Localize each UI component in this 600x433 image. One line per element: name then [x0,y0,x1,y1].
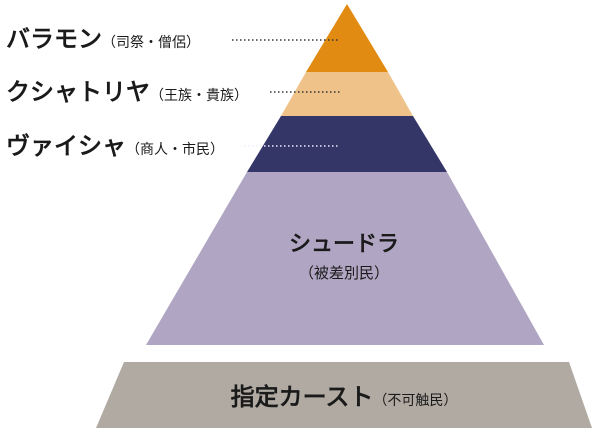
label-vaishya-name: ヴァイシャ [6,132,126,160]
label-brahmin: バラモン（司祭・僧侶） [6,25,200,53]
label-vaishya-sub: （商人・市民） [126,141,224,158]
pyramid-base-outcaste [96,362,592,428]
label-kshatriya-sub: （王族・貴族） [150,88,248,104]
label-kshatriya: クシャトリヤ（王族・貴族） [6,78,248,106]
label-brahmin-name: バラモン [6,25,102,53]
label-shudra-sub: （被差別民） [299,264,389,282]
pyramid-tier-kshatriya [281,72,413,116]
pyramid-tier-vaishya [247,116,447,172]
label-brahmin-sub: （司祭・僧侶） [102,35,200,51]
label-vaishya: ヴァイシャ（商人・市民） [6,132,224,160]
label-outcaste-name: 指定カースト [231,383,374,411]
pyramid-tier-brahmin [306,4,388,72]
label-outcaste: 指定カースト（不可触民） [231,383,458,411]
label-kshatriya-name: クシャトリヤ [6,78,150,106]
label-shudra-name: シュードラ [289,232,399,257]
pyramid-tier-shudra [146,172,544,345]
label-outcaste-sub: （不可触民） [373,393,457,409]
